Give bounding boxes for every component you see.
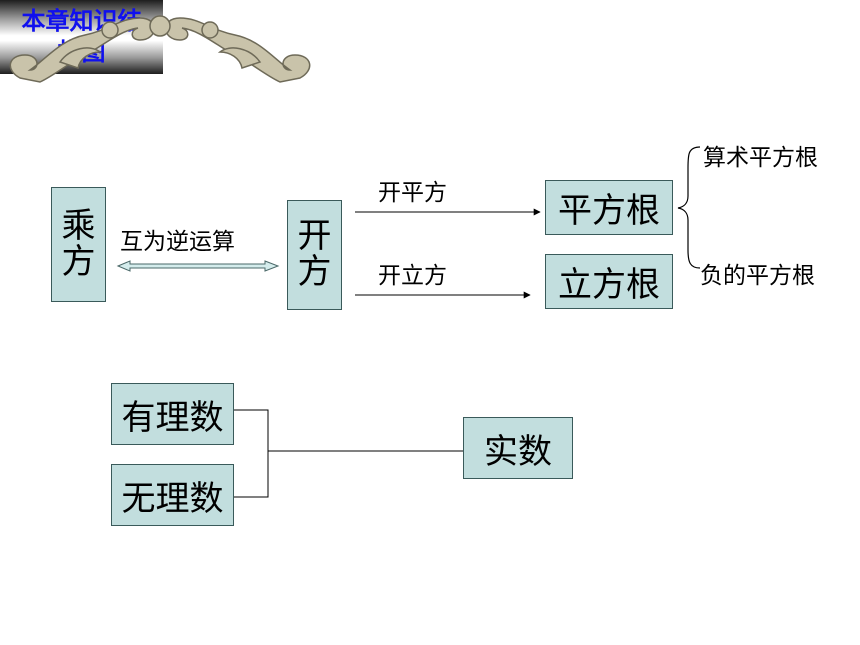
square-root-operation-label: 开平方	[378, 180, 447, 206]
irrational-box: 无理数	[111, 464, 234, 526]
root-op-line-1: 开	[297, 216, 332, 257]
square-root-box: 平方根	[545, 180, 673, 235]
ornament-decoration	[9, 15, 311, 83]
square-root-label: 平方根	[558, 191, 660, 231]
curly-brace	[677, 146, 701, 269]
power-box: 乘 方	[51, 187, 106, 302]
rational-label: 有理数	[121, 397, 224, 438]
power-line-2: 方	[61, 241, 96, 282]
real-label: 实数	[484, 431, 552, 472]
negative-square-root-label: 负的平方根	[700, 263, 815, 289]
cube-root-operation-label: 开立方	[378, 263, 447, 289]
power-line-1: 乘	[61, 205, 96, 246]
bracket-connector	[234, 409, 269, 498]
real-number-box: 实数	[463, 417, 573, 479]
cube-root-box: 立方根	[545, 254, 673, 309]
irrational-label: 无理数	[121, 478, 224, 519]
root-op-line-2: 方	[297, 252, 332, 292]
rational-box: 有理数	[111, 383, 234, 445]
root-operation-box: 开 方	[287, 200, 342, 310]
cube-root-label: 立方根	[558, 265, 660, 305]
inverse-operation-label: 互为逆运算	[120, 229, 235, 255]
inverse-double-arrow	[116, 260, 280, 272]
arithmetic-square-root-label: 算术平方根	[703, 145, 818, 171]
